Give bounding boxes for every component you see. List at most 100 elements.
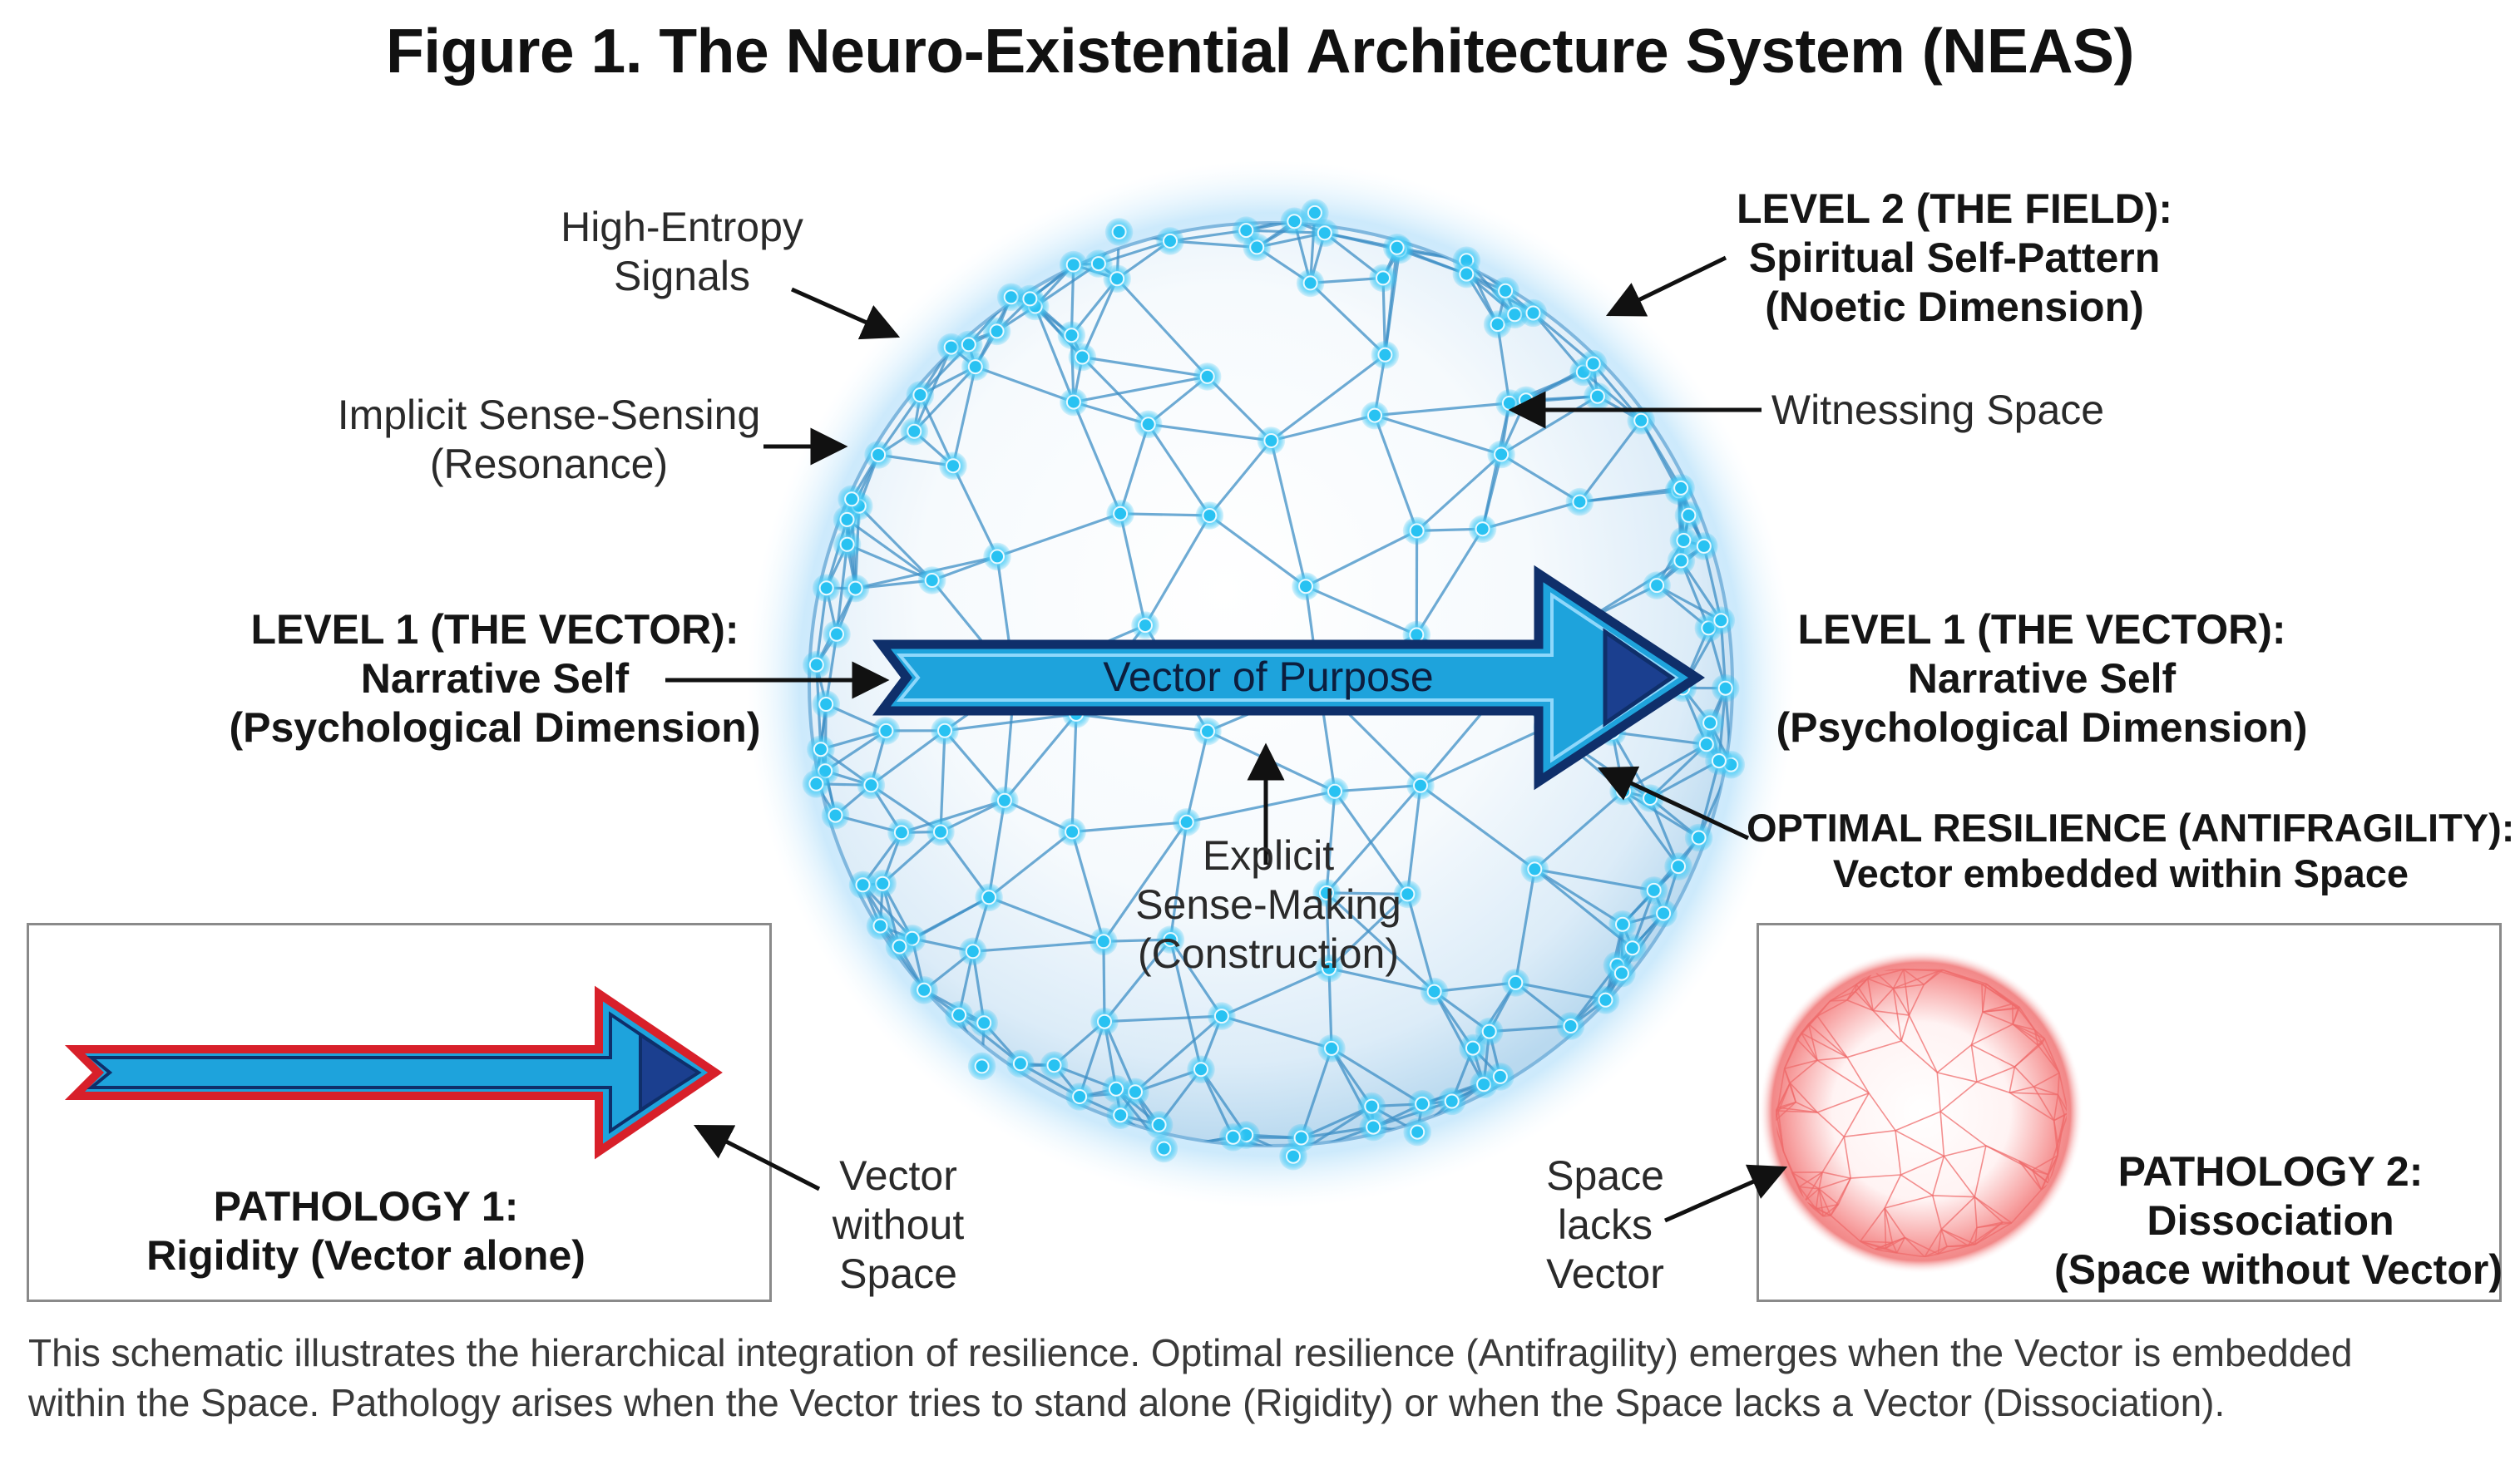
mesh-edge: [1970, 1044, 1978, 1083]
mesh-edge: [2009, 1092, 2055, 1122]
mesh-node: [924, 573, 940, 588]
mesh-edge: [1900, 1174, 1934, 1196]
mesh-edge: [1976, 1081, 2010, 1093]
mesh-edge: [1843, 1137, 1851, 1179]
mesh-edge: [1895, 1111, 1941, 1132]
mesh-edge: [1903, 969, 1943, 971]
mesh-edge: [1072, 401, 1122, 515]
mesh-node: [1673, 553, 1689, 569]
mesh-edge: [2009, 1092, 2058, 1096]
mesh-edge: [2043, 1038, 2060, 1073]
mesh-edge: [1305, 584, 1417, 636]
level1-right-label: LEVEL 1 (THE VECTOR):Narrative Self(Psyc…: [1776, 606, 2308, 751]
mesh-edge: [1373, 415, 1419, 531]
mesh-edge: [1416, 453, 1503, 532]
mesh-edge: [1300, 1048, 1333, 1139]
mesh-edge: [1148, 422, 1272, 442]
mesh-node: [839, 536, 855, 552]
mesh-edge: [1406, 785, 1422, 895]
mesh-edge: [1383, 247, 1399, 355]
mesh-node: [1696, 538, 1712, 554]
mesh-edge: [1221, 967, 1330, 1018]
mesh-node: [1113, 1107, 1129, 1123]
mesh-node: [1691, 830, 1707, 846]
mesh-edge: [2033, 1086, 2058, 1096]
mesh-edge: [2033, 1072, 2060, 1088]
mesh-node: [1572, 494, 1588, 510]
mesh-edge: [2012, 1023, 2038, 1046]
mesh-node: [1713, 613, 1729, 629]
pathology1-label: PATHOLOGY 1:Rigidity (Vector alone): [146, 1183, 586, 1279]
mesh-edge: [1269, 440, 1307, 587]
mesh-edge: [1860, 1207, 1885, 1242]
mesh-edge: [1331, 1047, 1423, 1106]
figure-caption: This schematic illustrates the hierarchi…: [28, 1331, 2353, 1424]
mesh-edge: [2033, 1086, 2055, 1122]
mesh-edge: [1940, 1229, 1948, 1247]
mesh-node: [1525, 305, 1541, 321]
implicit-sense-label: Implicit Sense-Sensing(Resonance): [337, 392, 761, 487]
mesh-node: [1065, 824, 1080, 840]
mesh-node: [1225, 1129, 1241, 1145]
mesh-edge: [1891, 1242, 1898, 1254]
mesh-edge: [1804, 1188, 1820, 1202]
mesh-node: [1322, 960, 1337, 976]
mesh-node: [1075, 349, 1090, 365]
mesh-node: [967, 359, 983, 375]
mesh-node: [808, 776, 824, 792]
mesh-node: [1563, 1019, 1579, 1033]
mesh-edge: [987, 800, 1006, 898]
mesh-node: [1140, 417, 1156, 432]
mesh-edge: [1905, 1236, 1939, 1255]
mesh-node: [1598, 992, 1613, 1008]
mesh-edge: [1974, 1145, 1987, 1197]
mesh-edge: [1940, 1196, 1975, 1231]
mesh-node: [965, 944, 981, 959]
mesh-edge: [1924, 1245, 1948, 1257]
mesh-edge: [870, 729, 946, 787]
mesh-node: [1163, 233, 1178, 249]
mesh-node: [1646, 882, 1662, 898]
optimal-resilience-label: OPTIMAL RESILIENCE (ANTIFRAGILITY):Vecto…: [1747, 806, 2515, 896]
mesh-edge: [1985, 983, 2020, 1009]
mesh-edge: [1003, 713, 1078, 802]
mesh-edge: [1830, 990, 1856, 1002]
mesh-edge: [1873, 970, 1895, 989]
mesh-edge: [972, 940, 1104, 953]
mesh-node: [1097, 1014, 1112, 1029]
mesh-edge: [1119, 513, 1147, 626]
mesh-edge: [2053, 1120, 2058, 1156]
mesh-edge: [1534, 867, 1654, 892]
mesh-edge: [1075, 713, 1208, 733]
mesh-node: [1286, 1148, 1301, 1164]
mesh-edge: [2032, 1169, 2048, 1176]
mesh-node: [1327, 783, 1342, 799]
mesh-node: [818, 580, 834, 596]
mesh-edge: [1830, 1177, 1851, 1216]
mesh-node: [937, 723, 952, 738]
mesh-node: [878, 723, 894, 738]
mesh-edge: [1082, 355, 1208, 378]
mesh-edge: [1908, 984, 1925, 1016]
mesh-node: [839, 511, 855, 527]
mesh-edge: [2057, 1112, 2067, 1144]
mesh-edge: [2002, 1221, 2012, 1224]
mesh-edge: [1815, 1188, 1820, 1210]
mesh-edge: [1801, 1032, 1818, 1061]
mesh-edge: [1830, 984, 1857, 1002]
mesh-edge: [1900, 1040, 1938, 1073]
mesh-edge: [1808, 1023, 1848, 1058]
mesh-edge: [1080, 278, 1119, 358]
mesh-node: [1095, 934, 1111, 949]
red-sphere-glow: [1759, 949, 2083, 1274]
mesh-node: [989, 323, 1005, 339]
mesh-edge: [1433, 990, 1485, 1085]
mesh-edge: [1900, 1155, 1944, 1176]
mesh-node: [1498, 283, 1514, 298]
mesh-node: [1065, 394, 1081, 410]
mesh-node: [1673, 480, 1689, 496]
mesh-edge: [1791, 1171, 1820, 1190]
mesh-edge: [1895, 1237, 1906, 1254]
mesh-node: [1199, 368, 1215, 384]
mesh-node: [1444, 1093, 1460, 1109]
